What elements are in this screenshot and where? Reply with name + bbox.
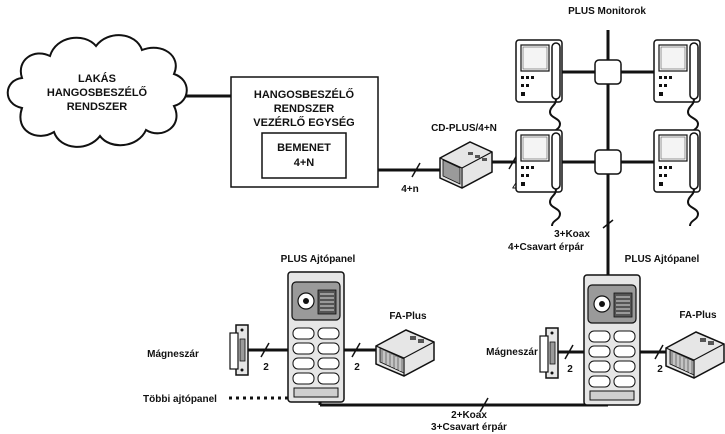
converter-label: CD-PLUS/4+N bbox=[431, 123, 497, 134]
wire-label-4n: 4+n bbox=[401, 184, 419, 195]
cloud-label-line3: RENDSZER bbox=[67, 101, 128, 113]
other-panels-label: Többi ajtópanel bbox=[143, 394, 217, 405]
monitor-icon bbox=[515, 129, 563, 227]
junction-box bbox=[594, 149, 622, 175]
riser-label-line2: 4+Csavart érpár bbox=[508, 242, 584, 253]
wire-label-psu-left: 2 bbox=[354, 362, 360, 373]
controller-label-line2: RENDSZER bbox=[274, 103, 335, 115]
wire-label-4: 4 bbox=[512, 182, 518, 193]
hatch-mark bbox=[654, 344, 664, 360]
other-panels-dotted-wire bbox=[229, 374, 299, 400]
riser-label-line1: 3+Koax bbox=[554, 229, 590, 240]
controller-label-line1: HANGOSBESZÉLŐ bbox=[254, 88, 355, 101]
wire-label-lock-left: 2 bbox=[263, 362, 269, 373]
door-panel-icon-left bbox=[287, 271, 345, 403]
lock-icon-left bbox=[229, 324, 249, 376]
hatch-mark bbox=[479, 397, 489, 413]
door-panel-label-left: PLUS Ajtópanel bbox=[281, 254, 356, 265]
bus-label-line2: 3+Csavart érpár bbox=[431, 422, 507, 433]
lock-label-left: Mágneszár bbox=[147, 349, 199, 360]
hatch-mark bbox=[260, 342, 270, 358]
wire-label-psu-right: 2 bbox=[657, 364, 663, 375]
monitor-icon bbox=[515, 39, 563, 137]
cloud-label-line2: HANGOSBESZÉLŐ bbox=[47, 86, 148, 99]
hatch-mark bbox=[411, 162, 421, 178]
door-panel-icon-right bbox=[583, 274, 641, 406]
lock-label-right: Mágneszár bbox=[486, 347, 538, 358]
lock-icon-right bbox=[539, 327, 559, 379]
apartment-system-cloud bbox=[6, 34, 188, 148]
input-label-line2: 4+N bbox=[294, 157, 315, 169]
psu-label-right: FA-Plus bbox=[679, 310, 717, 321]
cd-plus-converter-device bbox=[439, 141, 493, 189]
input-box bbox=[261, 132, 347, 179]
cloud-label-line1: LAKÁS bbox=[78, 72, 116, 85]
junction-box bbox=[594, 59, 622, 85]
hatch-mark bbox=[351, 342, 361, 358]
hatch-mark bbox=[564, 344, 574, 360]
input-label-line1: BEMENET bbox=[277, 142, 331, 154]
wire-label-lock-right: 2 bbox=[567, 364, 573, 375]
controller-label-line3: VEZÉRLŐ EGYSÉG bbox=[253, 116, 354, 129]
monitor-icon bbox=[653, 129, 701, 227]
monitor-icon bbox=[653, 39, 701, 137]
door-panel-label-right: PLUS Ajtópanel bbox=[625, 254, 700, 265]
psu-icon-left bbox=[375, 329, 435, 377]
hatch-mark bbox=[602, 219, 614, 229]
psu-label-left: FA-Plus bbox=[389, 311, 427, 322]
psu-icon-right bbox=[665, 331, 725, 379]
bus-label-line1: 2+Koax bbox=[451, 410, 487, 421]
monitors-label: PLUS Monitorok bbox=[568, 6, 646, 17]
